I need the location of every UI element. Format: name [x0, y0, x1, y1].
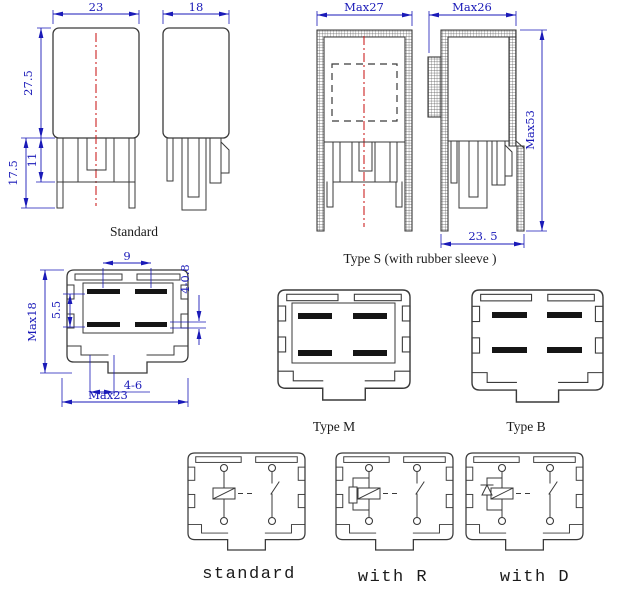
dim-side-width-label: Max26	[452, 0, 492, 14]
coil-diagonal	[357, 487, 381, 500]
footprint-outline	[66, 269, 189, 374]
dim-pin-width-label: 4-6	[124, 378, 143, 392]
terminal-pin	[547, 347, 582, 353]
coil-diagonal	[212, 487, 236, 500]
terminal-pin	[87, 289, 120, 294]
circuit-symbol-with-d	[480, 463, 558, 526]
dim-extension-lines	[63, 293, 85, 328]
circuit-symbol-standard	[212, 463, 280, 526]
pin-cavity-frame	[82, 282, 174, 334]
dim-pin-height-label: 17.5	[6, 160, 20, 186]
pin-block-front	[56, 137, 136, 183]
dim-height-label: Max53	[523, 110, 537, 150]
sleeve-step	[515, 140, 525, 149]
circuit-with-r-label: with R	[358, 568, 428, 587]
mounting-tab	[427, 56, 442, 118]
standard-front-view: 23 27.5 11 17.5	[6, 0, 140, 209]
dim-height-label: Max18	[25, 302, 39, 342]
resistor-branch	[352, 477, 370, 511]
pin-legs	[326, 181, 403, 208]
type-s-label: Type S (with rubber sleeve )	[343, 251, 496, 266]
terminal-circle	[545, 516, 555, 526]
terminal-circle	[412, 516, 422, 526]
diode-branch	[486, 477, 503, 511]
sleeve-front-view: Max27	[316, 0, 413, 232]
coil-symbol	[357, 487, 381, 500]
terminal-pin	[492, 312, 527, 318]
bottom-view-dimensioned: 9 5.5 Max18 4-0.8 4-6 Max23	[25, 249, 206, 407]
dim-body-height-label: 27.5	[21, 70, 35, 96]
terminal-circle	[267, 463, 277, 473]
circuit-with-d-label: with D	[500, 568, 570, 587]
terminal-circle	[219, 516, 229, 526]
dim-width-label: 23	[89, 0, 104, 14]
terminal-circle	[545, 463, 555, 473]
footprint-outline	[471, 289, 604, 403]
dim-width-label: Max23	[88, 388, 128, 402]
terminal-pin	[298, 350, 332, 356]
type-m-view	[277, 289, 411, 401]
terminal-circle	[219, 463, 229, 473]
rubber-sleeve-right-upper	[508, 36, 517, 147]
switch-contact	[548, 471, 558, 518]
dim-side-width-label: 18	[189, 0, 204, 14]
dim-extension-lines	[102, 268, 152, 288]
dim-base-width-label: 23. 5	[468, 229, 497, 243]
coil-symbol	[212, 487, 236, 500]
type-b-view	[471, 289, 604, 403]
pin-block	[332, 141, 398, 183]
resistor-symbol	[348, 486, 358, 504]
terminal-pin	[547, 312, 582, 318]
rubber-sleeve-right-lower	[516, 145, 525, 232]
pin-legs-front	[56, 181, 136, 209]
type-m-label: Type M	[313, 419, 355, 434]
standard-label: Standard	[110, 224, 158, 239]
dim-row-label: 5.5	[49, 301, 63, 319]
terminal-circle	[267, 516, 277, 526]
dim-pitch-label: 9	[123, 249, 130, 263]
terminal-circle	[497, 516, 507, 526]
pins-side	[450, 140, 513, 209]
rubber-sleeve-left-top	[440, 29, 517, 232]
switch-contact	[415, 471, 425, 518]
circuit-symbol-with-r	[348, 463, 425, 526]
coil-diagonal	[490, 487, 514, 500]
pin-cavity-frame	[291, 302, 396, 364]
dim-front-width-label: Max27	[344, 0, 384, 14]
pins-side	[166, 137, 230, 211]
footprint-outline	[277, 289, 411, 401]
switch-contact	[270, 471, 280, 518]
terminal-circle	[364, 516, 374, 526]
terminal-pin	[87, 322, 120, 327]
terminal-pin	[353, 313, 387, 319]
dim-extension-lines	[89, 355, 115, 396]
rubber-sleeve-walls	[316, 29, 413, 232]
dim-extension-lines	[21, 27, 55, 209]
terminal-pin	[492, 347, 527, 353]
standard-side-view: 18	[162, 0, 230, 211]
footprint-outline	[465, 452, 584, 551]
type-b-label: Type B	[506, 419, 545, 434]
terminal-pin	[298, 313, 332, 319]
dim-block-height-label: 11	[25, 153, 39, 168]
circuit-with-d	[465, 452, 584, 551]
terminal-pin	[135, 289, 167, 294]
relay-body-side	[162, 27, 230, 139]
dim-extension-lines	[428, 11, 517, 53]
circuit-standard	[187, 452, 306, 551]
terminal-pin	[353, 350, 387, 356]
terminal-circle	[364, 463, 374, 473]
dim-pin-thickness-label: 4-0.8	[178, 264, 192, 294]
footprint-outline	[187, 452, 306, 551]
sleeve-side-view: Max26 Max53 23. 5	[427, 0, 547, 248]
terminal-circle	[497, 463, 507, 473]
circuit-standard-label: standard	[202, 565, 296, 584]
circuit-with-r	[335, 452, 454, 551]
terminal-circle	[412, 463, 422, 473]
footprint-outline	[335, 452, 454, 551]
terminal-pin	[135, 322, 167, 327]
dim-extension-lines	[170, 321, 206, 329]
diode-symbol	[481, 483, 493, 496]
